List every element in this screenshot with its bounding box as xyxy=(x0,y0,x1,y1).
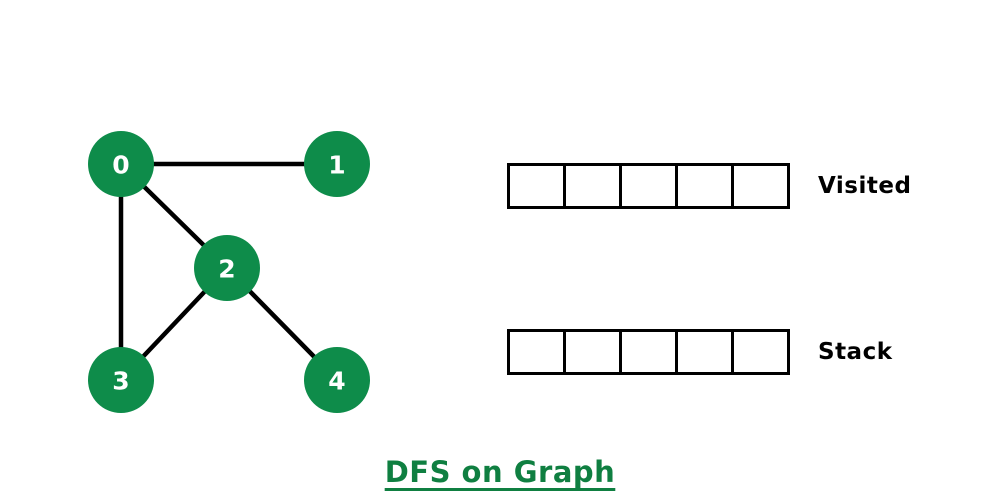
visited-cell-3 xyxy=(678,166,734,206)
graph-node-label-1: 1 xyxy=(328,151,345,180)
graph-node-circle-3 xyxy=(88,347,154,413)
stack-cell-4 xyxy=(734,332,787,372)
visited-cell-4 xyxy=(734,166,787,206)
graph-node-label-2: 2 xyxy=(218,255,235,284)
visited-array-row: Visited xyxy=(507,163,911,209)
graph-node-1: 1 xyxy=(304,131,370,197)
visited-label: Visited xyxy=(818,173,912,199)
visited-cell-0 xyxy=(510,166,566,206)
graph-node-label-0: 0 xyxy=(112,151,129,180)
graph-node-4: 4 xyxy=(304,347,370,413)
graph-node-circle-4 xyxy=(304,347,370,413)
stack-array xyxy=(507,329,790,375)
graph-node-3: 3 xyxy=(88,347,154,413)
graph-node-0: 0 xyxy=(88,131,154,197)
stack-cell-3 xyxy=(678,332,734,372)
visited-cell-1 xyxy=(566,166,622,206)
page-title: DFS on Graph xyxy=(384,455,616,489)
stack-array-row: Stack xyxy=(507,329,893,375)
visited-array xyxy=(507,163,790,209)
graph: 0 1 2 3 4 xyxy=(88,131,370,413)
visited-cell-2 xyxy=(622,166,678,206)
stack-cell-0 xyxy=(510,332,566,372)
stack-cell-2 xyxy=(622,332,678,372)
graph-node-2: 2 xyxy=(194,235,260,301)
graph-node-circle-2 xyxy=(194,235,260,301)
graph-node-circle-0 xyxy=(88,131,154,197)
stack-label: Stack xyxy=(818,339,893,365)
graph-node-label-3: 3 xyxy=(112,367,129,396)
graph-node-circle-1 xyxy=(304,131,370,197)
stack-cell-1 xyxy=(566,332,622,372)
graph-node-label-4: 4 xyxy=(328,367,345,396)
